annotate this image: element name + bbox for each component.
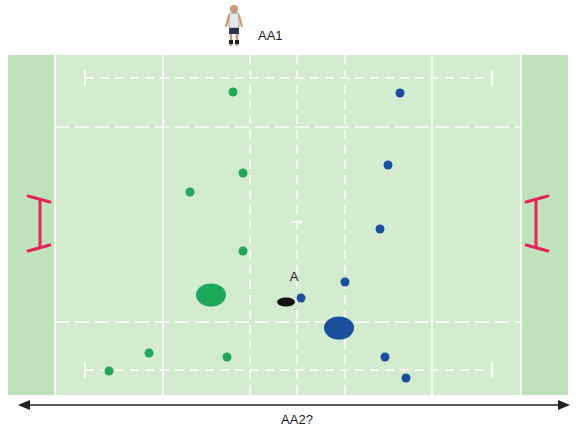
blue-players [297,89,411,383]
assistant-referee-label: AA1 [258,29,283,42]
field-of-play [8,55,568,395]
dimension-label: AA2? [278,413,316,426]
green-players [105,88,248,376]
ball-label: A [290,270,299,283]
ball [277,298,295,307]
assistant-referee-figure [226,5,242,46]
goal-posts [28,196,548,251]
pitch-lines [55,55,521,395]
dimension-arrow [18,400,570,410]
in-goal-right [521,55,568,395]
in-goal-left [8,55,55,395]
